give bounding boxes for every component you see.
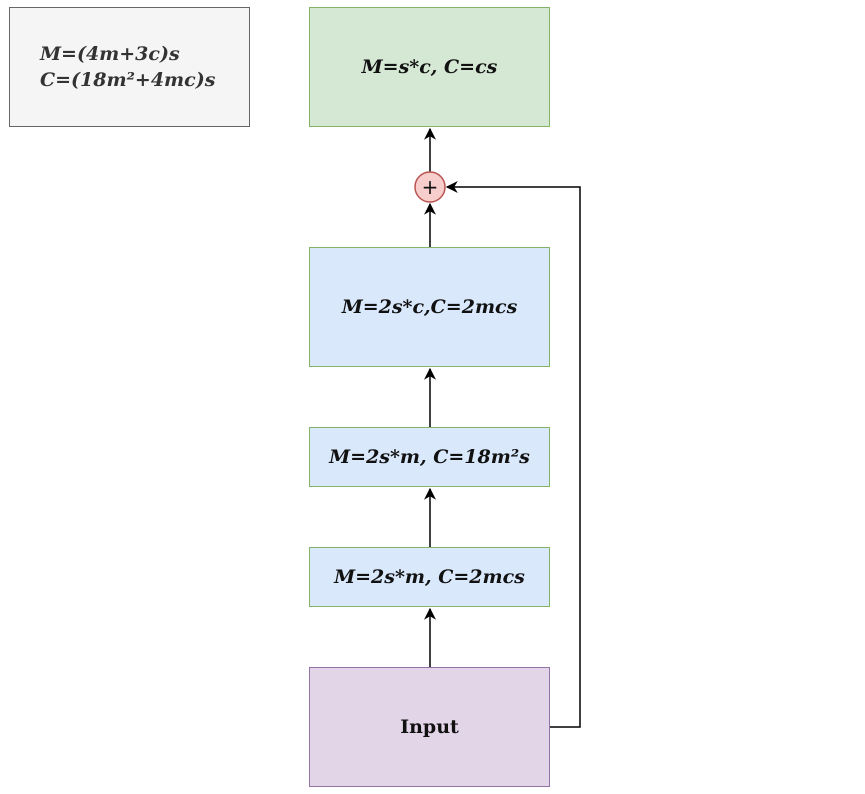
layer-3-box: M=2s*c,C=2mcs: [309, 247, 550, 367]
add-node-symbol: +: [421, 175, 439, 199]
input-box: Input: [309, 667, 550, 787]
layer-2-label: M=2s*m, C=18m²s: [329, 446, 530, 468]
summary-memory: M=(4m+3c)s: [40, 43, 180, 65]
add-node: +: [415, 172, 445, 202]
layer-1-label: M=2s*m, C=2mcs: [334, 566, 525, 588]
complexity-summary-box: M=(4m+3c)s C=(18m²+4mc)s: [9, 7, 250, 127]
layer-1-box: M=2s*m, C=2mcs: [309, 547, 550, 607]
layer-2-box: M=2s*m, C=18m²s: [309, 427, 550, 487]
summary-compute: C=(18m²+4mc)s: [40, 69, 216, 91]
layer-3-label: M=2s*c,C=2mcs: [341, 296, 518, 318]
output-box: M=s*c, C=cs: [309, 7, 550, 127]
input-label: Input: [400, 716, 459, 738]
output-label: M=s*c, C=cs: [361, 56, 498, 78]
